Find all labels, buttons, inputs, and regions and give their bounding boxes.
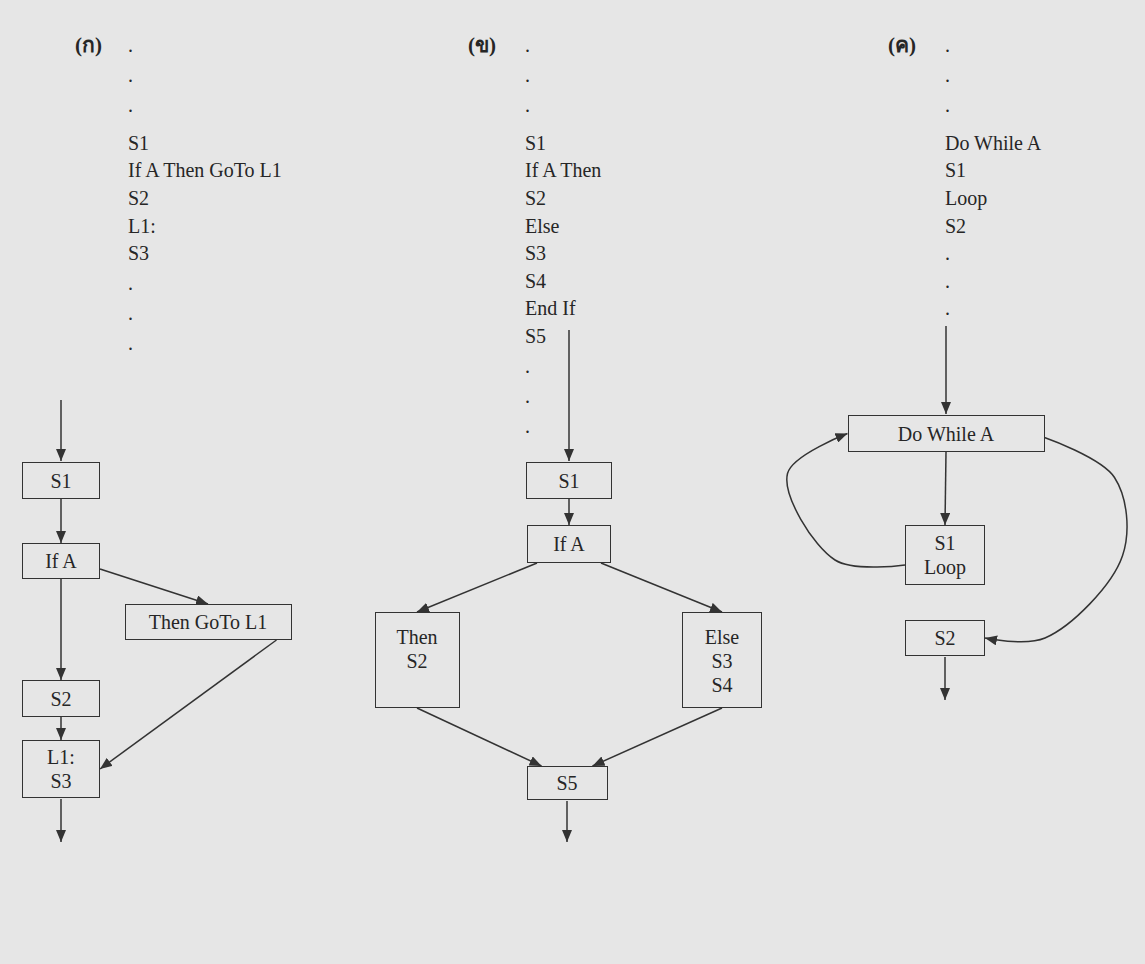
flow-arrow (60, 579, 62, 680)
panel-label: (ข) (468, 33, 496, 57)
process-box: L1:S3 (22, 740, 100, 798)
code-line: End If (525, 296, 576, 320)
flow-arrow (593, 708, 723, 766)
node-text: If A (553, 532, 585, 556)
node-text: S5 (556, 771, 577, 795)
code-line: . (525, 93, 530, 117)
code-line: S3 (128, 241, 149, 265)
code-line: S2 (525, 186, 546, 210)
process-box: If A (527, 525, 611, 563)
node-text: S2 (934, 626, 955, 650)
node-text: S1 (50, 469, 71, 493)
flow-arrow (417, 708, 542, 766)
node-text: Else (705, 625, 739, 649)
flow-arrow (945, 452, 946, 525)
flow-arrow (985, 438, 1127, 642)
entry-arrow (945, 326, 947, 414)
code-line: S3 (525, 241, 546, 265)
code-line: . (525, 354, 530, 378)
code-line: . (525, 414, 530, 438)
code-line: . (945, 63, 950, 87)
code-line: If A Then GoTo L1 (128, 158, 282, 182)
node-text: S2 (50, 687, 71, 711)
code-line: . (525, 33, 530, 57)
exit-arrow (60, 799, 62, 842)
code-line: If A Then (525, 158, 601, 182)
code-line: . (128, 93, 133, 117)
node-text: If A (45, 549, 77, 573)
code-line: S1 (945, 158, 966, 182)
node-text: S4 (711, 673, 732, 697)
node-text: S1 (558, 469, 579, 493)
process-box: S1Loop (905, 525, 985, 585)
flow-arrow (100, 569, 208, 604)
node-text: Then GoTo L1 (149, 610, 268, 634)
code-line: . (945, 33, 950, 57)
process-box: S1 (526, 462, 612, 499)
code-line: Do While A (945, 131, 1041, 155)
flow-arrow (601, 563, 722, 612)
node-text: S3 (711, 649, 732, 673)
code-line: Loop (945, 186, 987, 210)
node-text: S2 (406, 649, 427, 673)
entry-arrow (568, 330, 570, 461)
code-line: . (128, 271, 133, 295)
process-box: S5 (527, 766, 608, 800)
code-line: S1 (128, 131, 149, 155)
process-box: If A (22, 543, 100, 579)
code-line: . (945, 93, 950, 117)
code-line: . (525, 63, 530, 87)
node-text: Then (396, 625, 437, 649)
node-text: L1: (47, 745, 75, 769)
code-line: S1 (525, 131, 546, 155)
process-box: Do While A (848, 415, 1045, 452)
code-line: . (525, 384, 530, 408)
code-line: . (128, 331, 133, 355)
code-line: . (128, 33, 133, 57)
node-text: Do While A (898, 422, 994, 446)
panel-label: (ก) (75, 33, 102, 57)
process-box: Then GoTo L1 (125, 604, 292, 640)
process-box: S2 (22, 680, 100, 717)
flow-arrow (60, 499, 62, 543)
code-line: . (945, 296, 950, 320)
code-line: L1: (128, 214, 156, 238)
entry-arrow (60, 400, 62, 461)
node-text: S1 (934, 531, 955, 555)
process-box: S1 (22, 462, 100, 499)
panel-label: (ค) (888, 33, 916, 57)
flow-arrow (60, 717, 62, 740)
code-line: . (128, 301, 133, 325)
code-line: Else (525, 214, 559, 238)
flow-arrow (417, 563, 537, 612)
flow-arrow (100, 640, 277, 769)
node-text: S3 (50, 769, 71, 793)
code-line: . (945, 241, 950, 265)
flow-arrow (568, 499, 570, 525)
exit-arrow (566, 801, 568, 842)
code-line: . (945, 269, 950, 293)
flow-arrow (787, 434, 905, 568)
code-line: S2 (945, 214, 966, 238)
code-line: S4 (525, 269, 546, 293)
process-box: ThenS2 (375, 612, 460, 708)
process-box: ElseS3S4 (682, 612, 762, 708)
node-text: Loop (924, 555, 966, 579)
code-line: S5 (525, 324, 546, 348)
code-line: . (128, 63, 133, 87)
code-line: S2 (128, 186, 149, 210)
exit-arrow (944, 657, 946, 700)
process-box: S2 (905, 620, 985, 656)
